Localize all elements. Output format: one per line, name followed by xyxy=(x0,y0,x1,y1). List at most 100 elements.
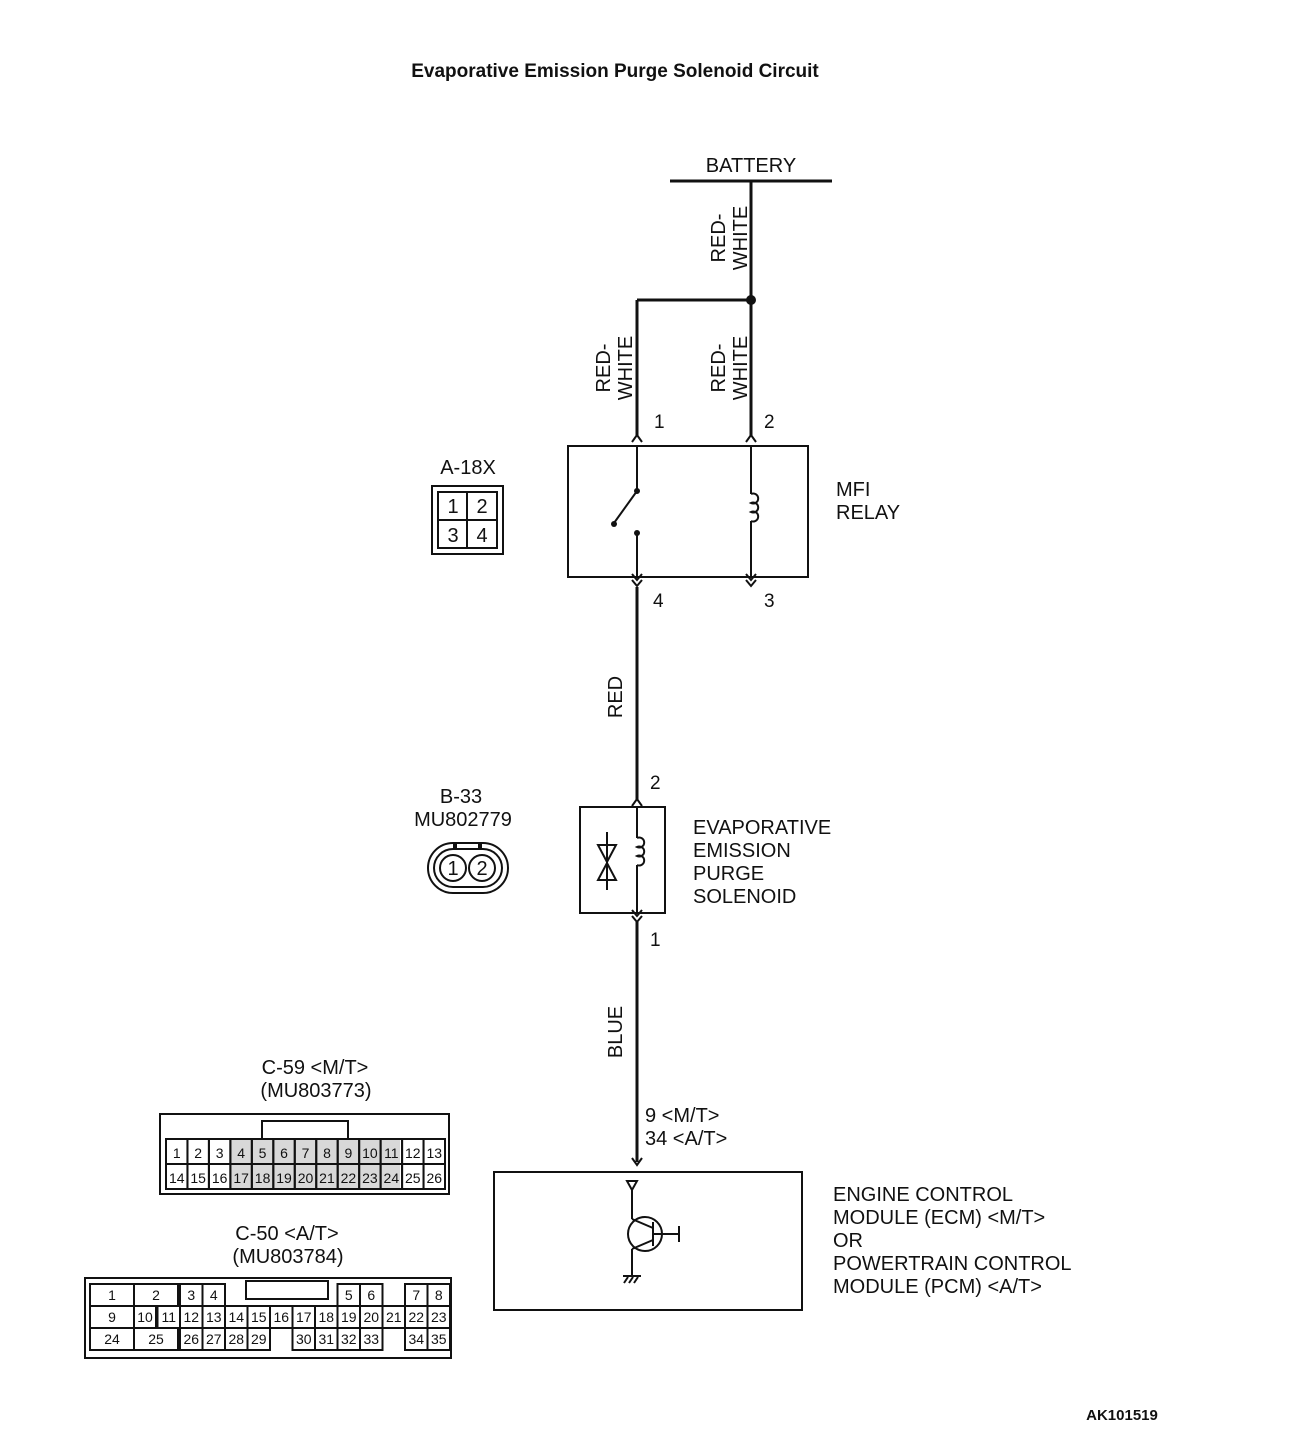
a18x-cavity-4: 4 xyxy=(476,525,487,547)
solenoid-pin-2: 2 xyxy=(650,773,661,794)
c50-cavity-24: 24 xyxy=(104,1331,120,1347)
c59-cavity-26-cell xyxy=(422,1163,446,1190)
c50-cavity-27: 27 xyxy=(206,1331,222,1347)
c59-cavity-9: 9 xyxy=(345,1145,353,1161)
wire-label-relay-pin2: RED-WHITE xyxy=(708,336,752,400)
c50-cavity-3: 3 xyxy=(187,1287,195,1303)
connector-b33: B-33 MU802779 1 2 xyxy=(414,786,512,894)
c50-cavity-14: 14 xyxy=(228,1309,244,1325)
mfi-relay: 1 2 4 3 MFI RELAY xyxy=(567,412,900,612)
connector-a18x-id: A-18X xyxy=(440,457,496,479)
b33-cavity-1: 1 xyxy=(447,858,458,880)
diagram-title: Evaporative Emission Purge Solenoid Circ… xyxy=(411,61,819,82)
c59-cavity-1: 1 xyxy=(173,1145,181,1161)
c50-cavity-7: 7 xyxy=(412,1287,420,1303)
c50-cavity-25: 25 xyxy=(148,1331,164,1347)
connector-b33-part: MU802779 xyxy=(414,809,512,831)
c59-cavity-14: 14 xyxy=(169,1170,185,1186)
b33-cavity-2: 2 xyxy=(476,858,487,880)
c50-cavity-18: 18 xyxy=(318,1309,334,1325)
c59-cavity-2: 2 xyxy=(194,1145,202,1161)
c59-cavity-10: 10 xyxy=(362,1145,378,1161)
a18x-cavity-3: 3 xyxy=(447,525,458,547)
connector-c59-part: (MU803773) xyxy=(260,1080,371,1102)
c59-cavity-20: 20 xyxy=(298,1170,314,1186)
connector-c59-id: C-59 <M/T> xyxy=(262,1057,369,1079)
c50-cavity-20: 20 xyxy=(363,1309,379,1325)
c50-cavity-32: 32 xyxy=(341,1331,357,1347)
c59-cavity-22: 22 xyxy=(341,1170,357,1186)
c50-cavity-10: 10 xyxy=(137,1309,153,1325)
connector-c50-id: C-50 <A/T> xyxy=(235,1223,338,1245)
c50-cavity-35: 35 xyxy=(431,1331,447,1347)
ecm-pcm: 9 <M/T> 34 <A/T> ENGINE CONTROL MODULE (… xyxy=(493,1105,1076,1311)
battery-label: BATTERY xyxy=(706,155,796,177)
c50-cavity-6: 6 xyxy=(367,1287,375,1303)
solenoid-pin-1: 1 xyxy=(650,930,661,951)
c59-cavity-13: 13 xyxy=(426,1145,442,1161)
c50-cavity-33-cell xyxy=(359,1327,384,1351)
c59-cavity-26: 26 xyxy=(426,1170,442,1186)
c50-cavity-29-cell xyxy=(246,1327,271,1351)
c50-cavity-16: 16 xyxy=(273,1309,289,1325)
c59-cavity-7: 7 xyxy=(302,1145,310,1161)
wire-label-red: RED xyxy=(605,676,627,718)
relay-pin-2: 2 xyxy=(764,412,775,433)
c50-cavity-25-cell xyxy=(133,1327,179,1351)
connector-a18x: A-18X 1 2 3 4 xyxy=(431,457,504,555)
c59-cavity-24: 24 xyxy=(384,1170,400,1186)
connector-c50-part: (MU803784) xyxy=(232,1246,343,1268)
connector-b33-id: B-33 xyxy=(440,786,482,808)
relay-pin-4: 4 xyxy=(653,591,664,612)
c59-cavity-21: 21 xyxy=(319,1170,335,1186)
c50-cavity-13: 13 xyxy=(206,1309,222,1325)
c50-cavity-33: 33 xyxy=(363,1331,379,1347)
ecm-pin-mt: 9 <M/T> xyxy=(645,1105,719,1127)
c59-cavity-6: 6 xyxy=(280,1145,288,1161)
c59-cavity-11: 11 xyxy=(384,1145,399,1161)
battery: BATTERY xyxy=(670,155,832,183)
c50-cavity-28: 28 xyxy=(228,1331,244,1347)
c50-cavity-29: 29 xyxy=(251,1331,267,1347)
c59-cavity-12: 12 xyxy=(405,1145,421,1161)
c50-cavity-9: 9 xyxy=(108,1309,116,1325)
c50-cavity-5: 5 xyxy=(345,1287,353,1303)
c59-cavity-19: 19 xyxy=(276,1170,292,1186)
c59-cavity-5: 5 xyxy=(259,1145,267,1161)
c50-cavity-2: 2 xyxy=(152,1287,160,1303)
c59-cavity-17: 17 xyxy=(233,1170,249,1186)
c50-cavity-11: 11 xyxy=(161,1309,176,1325)
relay-pin-3: 3 xyxy=(764,591,775,612)
a18x-cavity-1: 1 xyxy=(447,496,458,518)
c59-cavity-3: 3 xyxy=(216,1145,224,1161)
c50-cavity-21: 21 xyxy=(386,1309,402,1325)
wire-label-battery-feed: RED-WHITE xyxy=(708,206,752,270)
ecm-name: ENGINE CONTROL MODULE (ECM) <M/T> OR POW… xyxy=(833,1184,1076,1298)
c59-cavity-15: 15 xyxy=(190,1170,206,1186)
c50-cavity-12: 12 xyxy=(183,1309,199,1325)
c50-cavity-4: 4 xyxy=(210,1287,218,1303)
c50-cavity-1: 1 xyxy=(108,1287,116,1303)
purge-solenoid: 2 1 EVAPORATIVE EMISSION PURGE SOLENOID xyxy=(579,773,837,951)
c59-cavity-4: 4 xyxy=(237,1145,245,1161)
wire-label-blue: BLUE xyxy=(605,1006,627,1058)
c59-cavity-8: 8 xyxy=(323,1145,331,1161)
c50-cavity-8: 8 xyxy=(435,1287,443,1303)
c50-cavity-19: 19 xyxy=(341,1309,357,1325)
c50-cavity-17: 17 xyxy=(296,1309,312,1325)
c59-cavity-25: 25 xyxy=(405,1170,421,1186)
c50-cavity-34: 34 xyxy=(408,1331,424,1347)
solenoid-name: EVAPORATIVE EMISSION PURGE SOLENOID xyxy=(693,817,837,908)
c50-cavity-23: 23 xyxy=(431,1309,447,1325)
c50-cavity-31: 31 xyxy=(318,1331,334,1347)
c59-cavity-18: 18 xyxy=(255,1170,271,1186)
ecm-pin-at: 34 <A/T> xyxy=(645,1128,727,1150)
c59-cavity-23: 23 xyxy=(362,1170,378,1186)
relay-pin-1: 1 xyxy=(654,412,665,433)
relay-name-line1: MFI xyxy=(836,479,870,501)
